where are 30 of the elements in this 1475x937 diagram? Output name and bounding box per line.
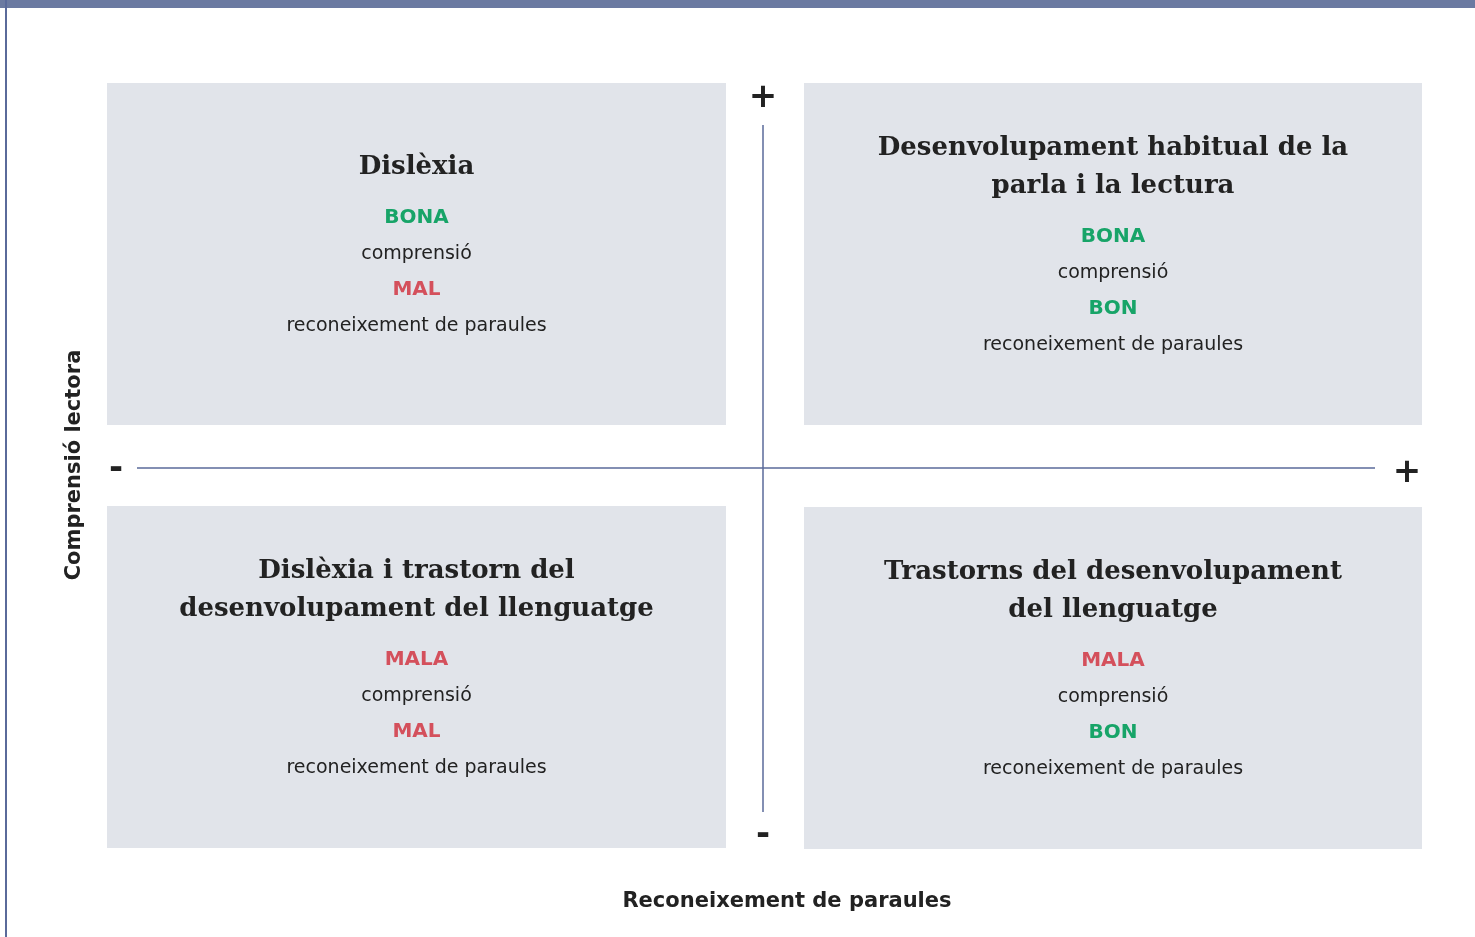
quadrant-panel xyxy=(804,507,1422,849)
rating-word: MAL xyxy=(392,717,441,744)
rating-word: BONA xyxy=(384,203,449,230)
quadrant-text: reconeixement de paraules xyxy=(982,755,1244,780)
quadrant-text: reconeixement de paraules xyxy=(286,754,547,779)
axis-sign: + xyxy=(748,75,778,115)
axis-title: Comprensió lectora xyxy=(61,349,85,581)
quadrant-text: comprensió xyxy=(1057,259,1169,284)
quadrant-panel xyxy=(107,506,726,848)
quadrant-title: Dislèxia xyxy=(358,149,475,182)
rating-word: MALA xyxy=(1081,646,1145,673)
quadrant-panel xyxy=(107,83,726,425)
rating-word: MALA xyxy=(384,645,449,672)
quadrant-panel xyxy=(804,83,1422,425)
rating-word: BON xyxy=(1088,294,1138,321)
axis-sign: - xyxy=(755,812,771,852)
axis-title: Reconeixement de paraules xyxy=(622,888,952,912)
quadrant-text: reconeixement de paraules xyxy=(286,312,547,337)
quadrant-title: Desenvolupament habitual de la parla i la lectura xyxy=(876,130,1350,201)
quadrant-text: reconeixement de paraules xyxy=(982,331,1244,356)
quadrant-text: comprensió xyxy=(361,240,472,265)
axis-sign: + xyxy=(1392,450,1422,490)
quadrant-title: Trastorns del desenvolupament del llenguatge xyxy=(883,554,1343,625)
axis-sign: - xyxy=(108,446,124,486)
quadrant-text: comprensió xyxy=(1057,683,1169,708)
rating-word: BONA xyxy=(1080,222,1146,249)
quadrant-text: comprensió xyxy=(361,682,472,707)
rating-word: BON xyxy=(1088,718,1138,745)
rating-word: MAL xyxy=(392,275,441,302)
quadrant-title: Dislèxia i trastorn del desenvolupament del llenguatge xyxy=(178,553,655,624)
